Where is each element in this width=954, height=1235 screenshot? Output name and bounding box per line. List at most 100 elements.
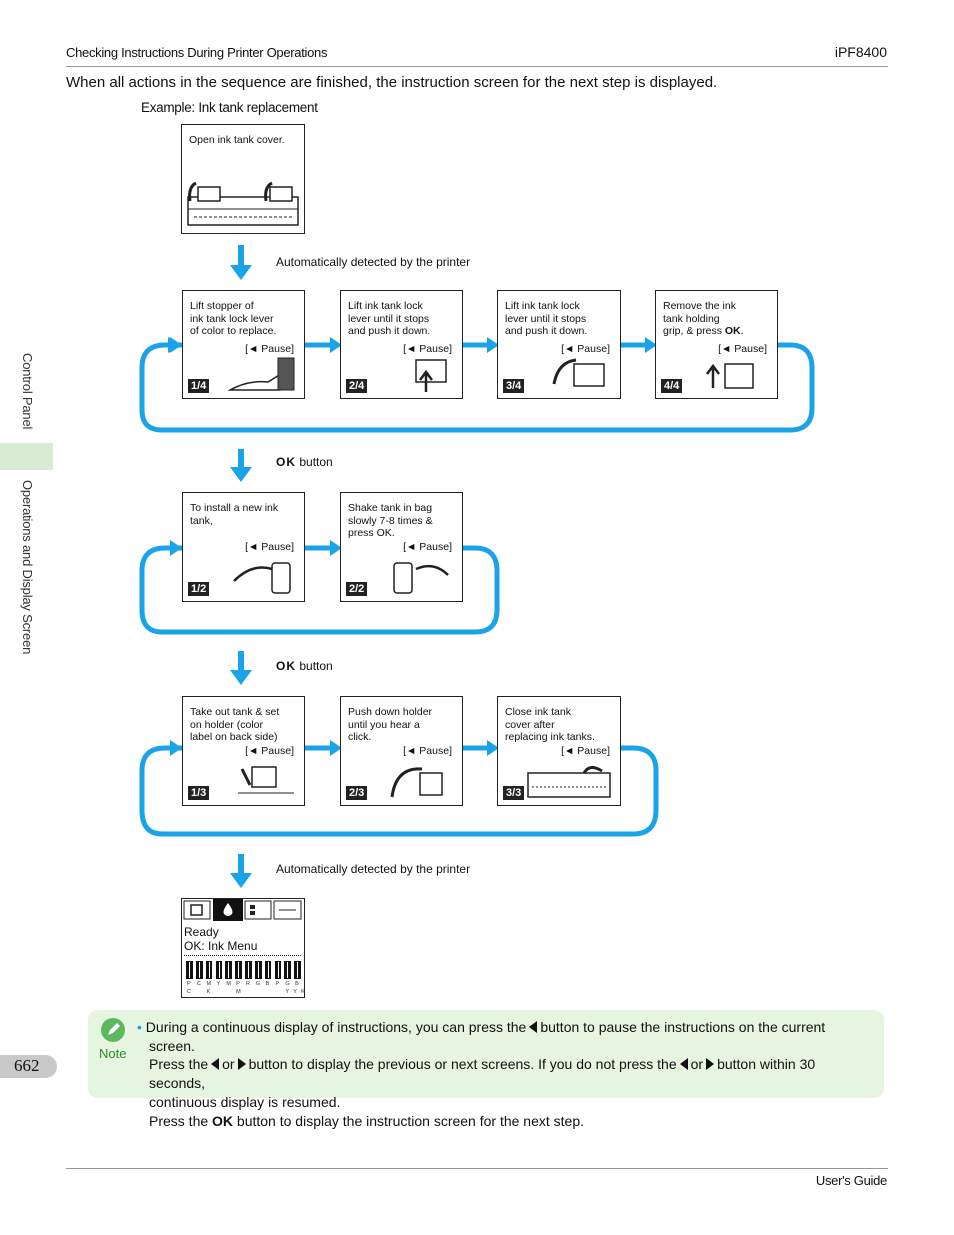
ink-bar	[245, 961, 252, 979]
screen-text: Shake tank in bag slowly 7-8 times & pre…	[348, 502, 433, 539]
divider	[184, 955, 301, 956]
ink-label: P	[275, 981, 280, 987]
hand-lever-illustration	[228, 357, 295, 391]
footer-guide-name: User's Guide	[815, 1173, 887, 1188]
note-bullet: •	[137, 1019, 142, 1035]
ink-bar	[274, 961, 282, 979]
ink-bar	[225, 961, 233, 979]
ink-label: C	[196, 981, 201, 987]
set-tank-illustration	[238, 766, 294, 794]
screen-text: Take out tank & set on holder (color lab…	[190, 706, 280, 743]
lift-lever-illustration	[415, 359, 447, 392]
screen-row3-step1: Take out tank & set on holder (color lab…	[182, 696, 305, 806]
left-button-icon	[679, 1058, 688, 1071]
step-indicator: 3/3	[503, 786, 525, 800]
sidebar-tab-marker	[0, 443, 53, 470]
screen-text: Push down holder until you hear a click.	[348, 706, 433, 743]
page-number: 662	[14, 1056, 40, 1075]
push-lever-illustration	[552, 358, 605, 387]
ink-label: Y	[216, 981, 221, 987]
pause-hint: [◄ Pause]	[561, 343, 610, 355]
ink-bar	[215, 961, 223, 979]
left-button-icon	[211, 1058, 220, 1071]
screen-row2-step2: Shake tank in bag slowly 7-8 times & pre…	[340, 492, 463, 602]
running-header-section: Checking Instructions During Printer Ope…	[66, 45, 328, 60]
remove-tank-illustration	[706, 363, 754, 389]
page-number-tab	[0, 1055, 57, 1078]
screen-row3-step3: Close ink tank cover after replacing ink…	[497, 696, 621, 806]
step-indicator: 2/2	[346, 582, 368, 596]
ink-bar	[195, 961, 203, 979]
ink-level-bars	[185, 961, 303, 981]
header-rule	[66, 66, 888, 67]
pause-hint: [◄ Pause]	[245, 343, 294, 355]
ready-status: Ready OK: Ink Menu	[184, 925, 257, 953]
status-line: Ready	[184, 925, 219, 939]
ink-label: K	[206, 989, 211, 995]
ink-bar	[294, 961, 301, 979]
left-button-icon	[529, 1021, 538, 1033]
ink-label: Y	[293, 989, 297, 995]
pause-hint: [◄ Pause]	[718, 343, 767, 355]
screen-row1-step4: Remove the ink tank holding grip, & pres…	[655, 290, 778, 399]
screen-text: Close ink tank cover after replacing ink…	[505, 706, 595, 743]
step-indicator: 1/2	[188, 582, 210, 596]
ink-label: C	[187, 989, 191, 995]
pause-hint: [◄ Pause]	[403, 745, 452, 757]
screen-text: Lift stopper of ink tank lock lever of c…	[190, 300, 277, 337]
footer-rule	[66, 1168, 888, 1169]
ink-label: K	[301, 989, 305, 995]
ink-bag-illustration	[233, 562, 291, 594]
step-indicator: 1/3	[188, 786, 210, 800]
screen-row1-step1: Lift stopper of ink tank lock lever of c…	[182, 290, 305, 399]
ink-label: B	[295, 981, 299, 987]
screen-row3-step2: Push down holder until you hear a click.…	[340, 696, 463, 806]
push-holder-illustration	[390, 767, 443, 798]
intro-paragraph: When all actions in the sequence are fin…	[66, 74, 718, 91]
pause-hint: [◄ Pause]	[403, 541, 452, 553]
transition-label-ok-1: OK button	[276, 455, 333, 469]
ink-bar	[254, 961, 262, 979]
ink-bar	[264, 961, 272, 979]
ink-bar	[186, 961, 193, 979]
screen-text: Open ink tank cover.	[189, 134, 285, 146]
step-indicator: 4/4	[661, 379, 683, 393]
step-indicator: 2/3	[346, 786, 368, 800]
tab-icons	[183, 899, 302, 921]
pause-hint: [◄ Pause]	[561, 745, 610, 757]
ink-label: G	[255, 981, 261, 987]
ink-label: M	[236, 989, 241, 995]
transition-label-ok-2: OK button	[276, 659, 333, 673]
screen-text: Lift ink tank lock lever until it stops …	[348, 300, 431, 337]
printer-cover-illustration	[187, 181, 299, 226]
screen-text: Lift ink tank lock lever until it stops …	[505, 300, 588, 337]
step-indicator: 2/4	[346, 379, 368, 393]
right-button-icon	[237, 1058, 246, 1071]
ink-label: G	[285, 981, 290, 987]
screen-text: Remove the ink tank holding grip, & pres…	[663, 300, 744, 337]
pause-hint: [◄ Pause]	[403, 343, 452, 355]
ink-label: M	[206, 981, 212, 987]
pause-hint: [◄ Pause]	[245, 745, 294, 757]
step-indicator: 1/4	[188, 379, 210, 393]
screen-text: To install a new ink tank,	[190, 502, 279, 527]
ink-bar	[284, 961, 292, 979]
ink-label: P	[236, 981, 240, 987]
ink-bar	[235, 961, 242, 979]
sidebar-section: Operations and Display Screen	[20, 480, 35, 655]
running-header-model: iPF8400	[834, 44, 887, 60]
screen-row1-step3: Lift ink tank lock lever until it stops …	[497, 290, 621, 399]
ink-bar	[205, 961, 213, 979]
close-cover-illustration	[527, 766, 611, 798]
example-caption: Example: Ink tank replacement	[141, 100, 318, 115]
ink-label: P	[187, 981, 191, 987]
shake-tank-illustration	[393, 562, 449, 594]
screen-row2-step1: To install a new ink tank, [◄ Pause] 1/2	[182, 492, 305, 602]
pause-hint: [◄ Pause]	[245, 541, 294, 553]
note-box	[88, 1010, 884, 1098]
step-indicator: 3/4	[503, 379, 525, 393]
ink-label: Y	[285, 989, 289, 995]
pencil-icon	[101, 1018, 125, 1042]
